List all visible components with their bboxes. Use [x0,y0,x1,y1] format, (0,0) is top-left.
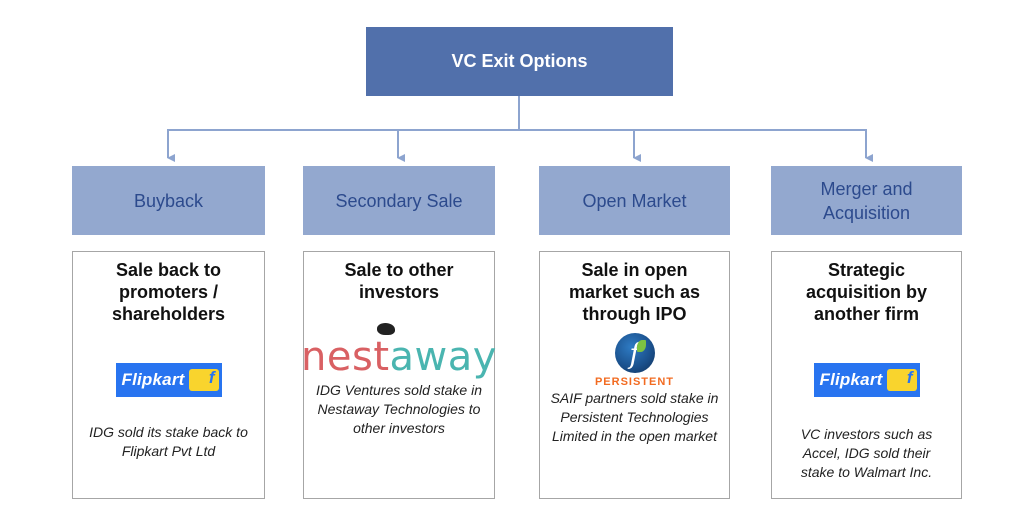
card-merger-acquisition: Strategic acquisition by another firm Fl… [771,251,962,499]
card-description: IDG Ventures sold stake in Nestaway Tech… [315,382,482,436]
root-title: VC Exit Options [451,51,588,71]
flipkart-logo-text: Flipkart [819,370,883,389]
bird-icon [377,323,396,335]
card-title: Sale to other investors [344,260,454,302]
leaf-icon [636,340,646,352]
flipkart-bag-icon [188,368,219,391]
flipkart-logo-text: Flipkart [121,370,185,389]
category-label: Buyback [133,190,204,211]
category-merger-acquisition: Merger and Acquisition [771,166,962,235]
persistent-glyph: f [629,336,640,370]
category-secondary-sale: Secondary Sale [303,166,495,235]
persistent-logo-icon: f [614,333,655,373]
category-buyback: Buyback [72,166,265,235]
card-title: Sale back to promoters / shareholders [111,260,226,324]
persistent-logo-text: PERSISTENT [594,376,675,388]
flipkart-logo: Flipkart [115,363,222,397]
card-description: IDG sold its stake back to Flipkart Pvt … [89,424,248,459]
card-buyback: Sale back to promoters / shareholders Fl… [72,251,265,499]
root-node-vc-exit-options: VC Exit Options [366,27,673,96]
nestaway-logo-part2: away [389,334,497,380]
card-description: SAIF partners sold stake in Persistent T… [550,390,719,444]
nestaway-logo-part1: nest [301,334,390,380]
card-secondary-sale: Sale to other investors nestaway IDG Ven… [301,251,497,499]
card-title: Sale in open market such as through IPO [568,260,701,324]
card-open-market: Sale in open market such as through IPO … [539,251,730,499]
card-title: Strategic acquisition by another firm [805,260,928,324]
card-description: VC investors such as Accel, IDG sold the… [800,426,933,480]
nestaway-logo: nestaway [301,323,497,380]
flipkart-logo: Flipkart [813,363,920,397]
category-label: Open Market [582,190,687,211]
category-open-market: Open Market [539,166,730,235]
flipkart-bag-icon [886,368,917,391]
category-label: Secondary Sale [335,190,463,211]
category-label: Merger and Acquisition [820,178,913,223]
